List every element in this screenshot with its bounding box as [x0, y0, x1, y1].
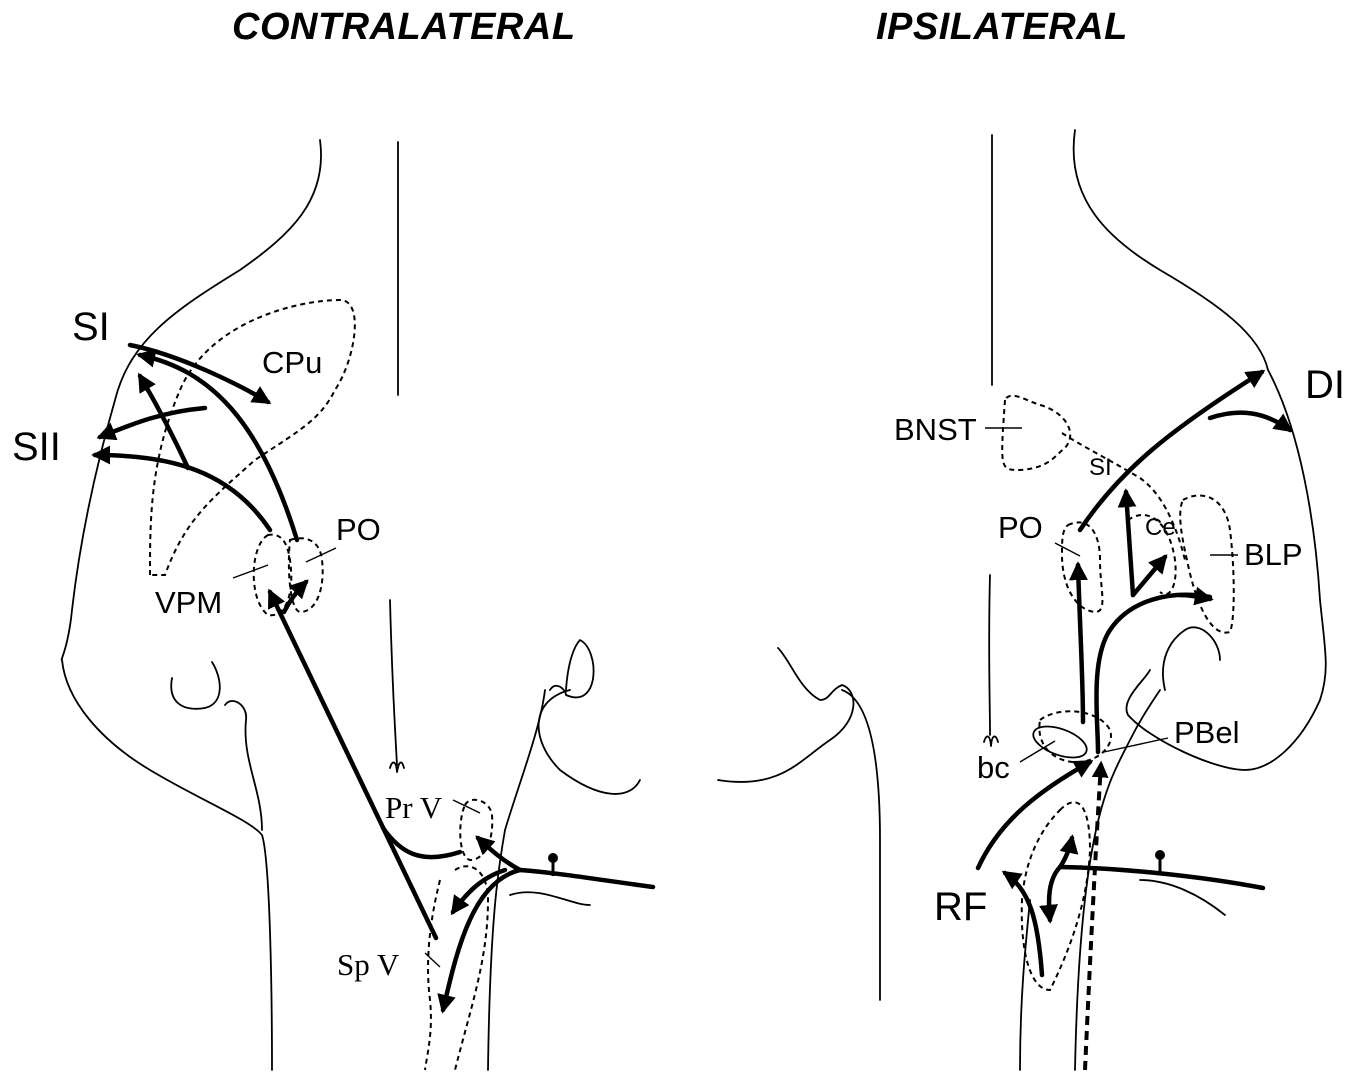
- right-midline-lower: [984, 575, 998, 746]
- path-di-branch: [1210, 413, 1290, 430]
- left-midline-lower: [390, 600, 404, 772]
- right-root-lower: [1140, 880, 1225, 915]
- right-fold-left: [718, 648, 853, 782]
- path-branch-to-sii: [100, 408, 205, 437]
- label-po-left: PO: [336, 512, 381, 547]
- prv-region: [460, 800, 492, 860]
- right-fold-inner: [1163, 627, 1220, 690]
- label-cpu: CPu: [262, 345, 322, 380]
- path-root-up: [1060, 838, 1072, 867]
- label-ce: Ce: [1145, 514, 1176, 541]
- label-di: DI: [1305, 363, 1345, 407]
- label-rf: RF: [934, 885, 987, 929]
- label-spv: Sp V: [337, 947, 400, 982]
- label-bc: bc: [977, 750, 1010, 785]
- path-fork-po: [284, 582, 306, 612]
- path-trigeminal-root: [520, 870, 653, 887]
- bnst-region: [1002, 396, 1070, 470]
- path-to-ce: [1133, 557, 1165, 595]
- left-leaders: [233, 548, 480, 967]
- right-cortex-outline: [1074, 130, 1326, 770]
- label-bnst: BNST: [894, 412, 977, 447]
- label-si: SI: [72, 305, 110, 349]
- po-region-right: [1062, 522, 1102, 612]
- path-to-si-right: [1126, 492, 1133, 595]
- spv-region: [425, 866, 488, 1070]
- path-dashed-ascending: [1085, 764, 1101, 1070]
- left-root-lower: [510, 892, 590, 905]
- label-pbel: PBel: [1174, 715, 1239, 750]
- right-brainstem-left: [842, 690, 880, 1000]
- blp-region: [1180, 495, 1234, 632]
- path-spv-to-thalamus: [270, 592, 436, 938]
- vpm-region: [254, 535, 292, 616]
- label-sii: SII: [12, 425, 61, 469]
- label-prv: Pr V: [385, 790, 443, 825]
- pbel-region: [1039, 711, 1111, 762]
- path-root-descending: [443, 870, 520, 1010]
- path-pbel-to-di: [1080, 372, 1262, 530]
- path-rf-arrow: [1005, 873, 1042, 975]
- left-pathways: [95, 345, 653, 1010]
- left-fold-right: [539, 690, 640, 794]
- left-nuclei: [150, 300, 492, 1070]
- left-brain-outline: [62, 140, 640, 1070]
- left-hippocampal-fold: [171, 662, 262, 830]
- label-blp: BLP: [1244, 537, 1303, 572]
- path-root-down: [1049, 867, 1060, 920]
- path-vpm-to-sii: [95, 455, 270, 530]
- label-si-right: SI: [1089, 454, 1112, 481]
- label-po-right: PO: [998, 510, 1043, 545]
- po-region-left: [289, 538, 323, 612]
- path-pbel-to-po: [1078, 565, 1083, 722]
- label-vpm: VPM: [155, 585, 222, 620]
- left-fold-top: [550, 640, 594, 697]
